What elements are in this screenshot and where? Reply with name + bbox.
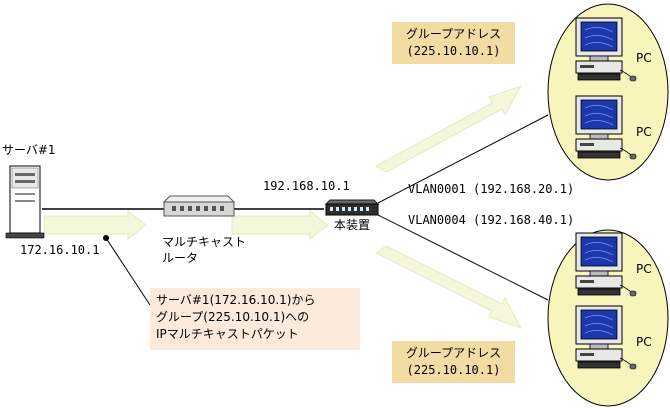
- switch-icon: [324, 199, 380, 216]
- server-name: サーバ#1: [2, 143, 56, 157]
- group-address-top-line2: (225.10.10.1): [406, 44, 501, 58]
- pc-label: PC: [636, 262, 652, 276]
- multicast-note-line3: IPマルチキャストパケット: [156, 327, 299, 341]
- pc-label: PC: [636, 125, 652, 139]
- router-name-line2: ルータ: [162, 251, 199, 265]
- flow-arrow-1: [43, 209, 147, 241]
- multicast-note: サーバ#1(172.16.10.1)から グループ(225.10.10.1)への…: [150, 288, 360, 350]
- pc-icon: [575, 305, 637, 370]
- link-device-vlan1: [377, 114, 549, 204]
- device-name: 本装置: [334, 218, 371, 232]
- router-name-line1: マルチキャスト: [162, 235, 247, 249]
- group-address-top: グループアドレス (225.10.10.1): [392, 22, 515, 64]
- group-address-bottom: グループアドレス (225.10.10.1): [392, 341, 515, 383]
- group-address-top-line1: グループアドレス: [405, 27, 502, 41]
- group-address-bottom-line2: (225.10.10.1): [406, 363, 501, 377]
- pc-label: PC: [636, 335, 652, 349]
- router-icon: [162, 195, 236, 217]
- multicast-note-line1: サーバ#1(172.16.10.1)から: [156, 293, 316, 307]
- pc-label: PC: [636, 51, 652, 65]
- router-ip: 192.168.10.1: [263, 179, 350, 193]
- server-ip: 172.16.10.1: [20, 243, 100, 257]
- link-device-vlan4: [377, 214, 549, 301]
- note-pointer-dot: [103, 235, 109, 241]
- flow-arrow-4: [375, 245, 523, 329]
- flow-arrow-2: [231, 209, 329, 241]
- pc-icon: [575, 232, 637, 297]
- note-pointer-line: [105, 237, 151, 306]
- vlan1-label: VLAN0001 (192.168.20.1): [408, 182, 575, 196]
- multicast-note-line2: グループ(225.10.10.1)への: [156, 310, 310, 324]
- server-icon: [5, 165, 45, 239]
- vlan4-label: VLAN0004 (192.168.40.1): [408, 213, 575, 227]
- pc-icon: [575, 17, 637, 82]
- group-address-bottom-line1: グループアドレス: [405, 346, 502, 360]
- flow-arrow-3: [374, 85, 523, 173]
- pc-icon: [575, 95, 637, 160]
